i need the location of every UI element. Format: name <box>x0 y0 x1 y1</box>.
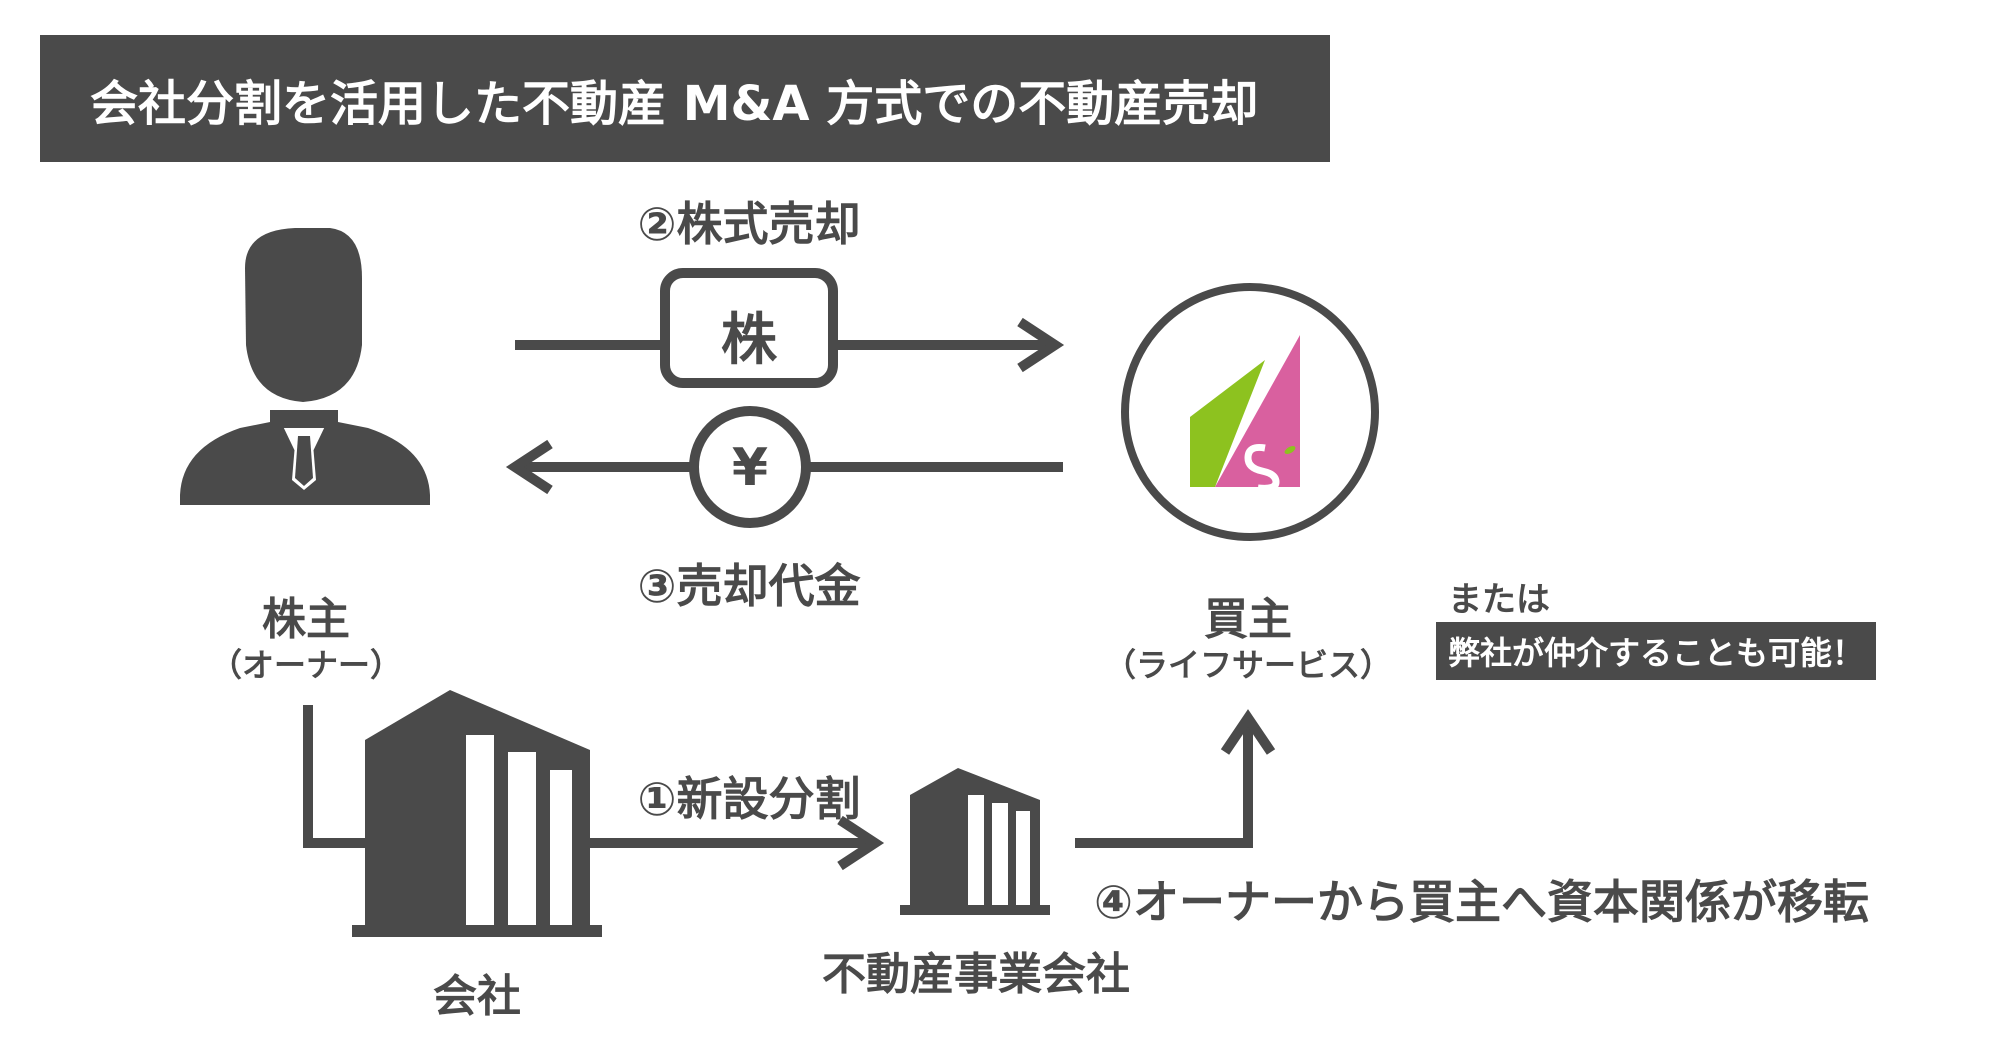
real-estate-company-building-icon <box>900 768 1050 915</box>
capital-transfer-arrow <box>1075 709 1276 848</box>
ownership-line <box>303 705 365 848</box>
company-label: 会社 <box>433 971 521 1022</box>
brokerage-note-text: 弊社が仲介することも可能！ <box>1448 634 1865 672</box>
stock-certificate-icon <box>660 268 838 388</box>
buyer-sub-label: （ライフサービス） <box>1103 646 1393 684</box>
company-building-icon <box>352 690 602 937</box>
spinoff-arrow <box>590 815 885 871</box>
shareholder-sub-label: （オーナー） <box>209 646 403 684</box>
real-estate-company-label: 不動産事業会社 <box>822 949 1130 1000</box>
title-banner: 会社分割を活用した不動産 M&A 方式での不動産売却 <box>40 35 1330 162</box>
brokerage-note-badge: 弊社が仲介することも可能！ <box>1436 622 1877 680</box>
yen-coin-icon <box>689 406 811 528</box>
shareholder-label: 株主 <box>262 594 350 645</box>
step3-label: ③売却代金 <box>637 559 861 613</box>
step4-label: ④オーナーから買主へ資本関係が移転 <box>1094 875 1869 929</box>
life-service-logo <box>1190 335 1300 492</box>
buyer-logo-circle <box>1121 283 1379 541</box>
step2-label: ②株式売却 <box>637 197 861 251</box>
buyer-label: 買主 <box>1204 594 1292 645</box>
person-icon <box>180 228 430 505</box>
step1-label: ①新設分割 <box>637 772 861 826</box>
or-label: または <box>1448 580 1550 620</box>
stock-icon-label: 株 <box>721 308 777 373</box>
yen-icon-label: ¥ <box>731 438 769 498</box>
page-title: 会社分割を活用した不動産 M&A 方式での不動産売却 <box>90 75 1259 132</box>
